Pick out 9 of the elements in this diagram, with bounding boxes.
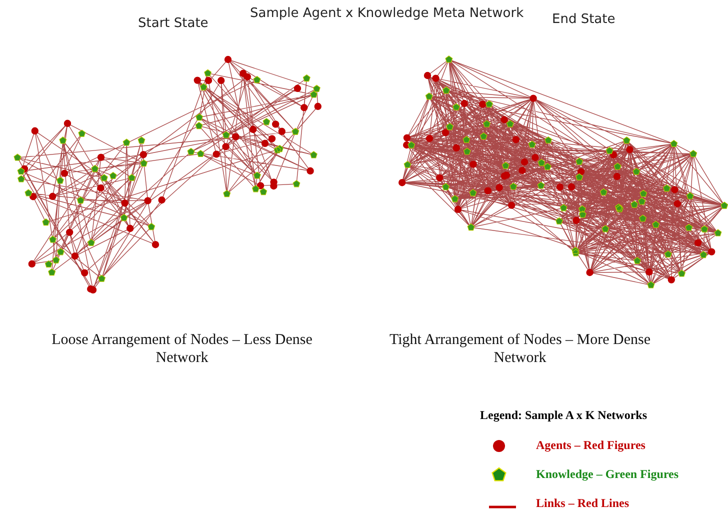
diagram-title: Sample Agent x Knowledge Meta Network: [250, 6, 524, 21]
caption-text: Loose Arrangement of Nodes – Less Dense Network: [50, 331, 314, 367]
caption-text: Tight Arrangement of Nodes – More Dense Network: [388, 331, 652, 367]
legend-label: Agents – Red Figures: [536, 438, 646, 453]
panel-title: Start State: [138, 16, 208, 31]
legend-label: Knowledge – Green Figures: [536, 467, 679, 482]
legend-label: Links – Red Lines: [536, 496, 630, 511]
panel-title: End State: [552, 12, 616, 27]
legend-title: Legend: Sample A x K Networks: [480, 408, 648, 423]
